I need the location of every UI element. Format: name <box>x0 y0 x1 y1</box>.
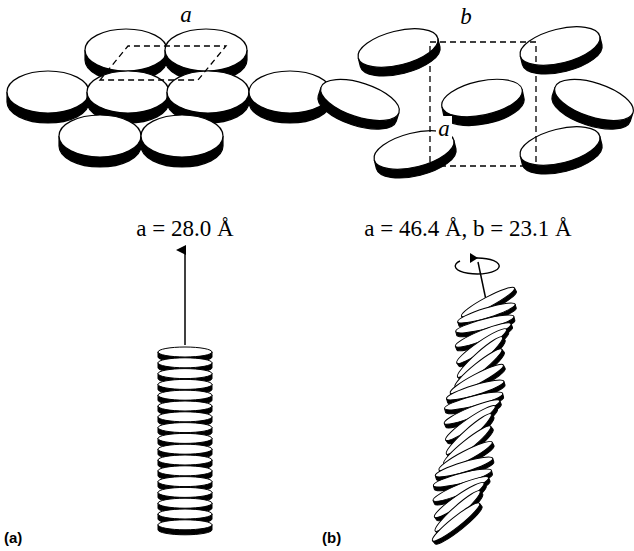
disc-face <box>158 401 212 411</box>
disc-face <box>7 71 89 113</box>
disc-face <box>249 71 331 113</box>
disc <box>354 22 444 84</box>
figure-label: (b) <box>322 530 341 547</box>
figure-label: a <box>436 116 452 141</box>
disc-face <box>158 487 212 497</box>
disc-face <box>429 499 482 544</box>
disc-face <box>158 347 212 357</box>
disc <box>547 71 634 137</box>
disc-face <box>158 477 212 487</box>
disc <box>7 71 89 123</box>
unit-cell-rhombus <box>100 46 226 80</box>
figure-label: a = 46.4 Å, b = 23.1 Å <box>364 216 571 241</box>
disc-face <box>167 71 249 113</box>
disc-face <box>354 22 442 75</box>
disc-face <box>158 390 212 400</box>
disc-face <box>158 369 212 379</box>
hexagonal-disc-lattice <box>7 29 331 167</box>
disc-face <box>158 379 212 389</box>
disc <box>516 20 606 82</box>
disc-face <box>85 29 167 71</box>
disc-face <box>158 423 212 433</box>
disc-face <box>158 520 212 530</box>
disc-face <box>316 71 404 129</box>
disc <box>516 120 606 182</box>
figure-label: a = 28.0 Å <box>136 216 233 241</box>
disc <box>313 71 404 137</box>
disc-face <box>158 498 212 508</box>
rectangular-disc-lattice <box>313 20 634 186</box>
disc-face <box>550 71 634 129</box>
disc-face <box>158 466 212 476</box>
disc-face <box>59 115 141 157</box>
straight-disc-column <box>158 347 212 535</box>
disc <box>158 520 212 535</box>
disc-face <box>158 509 212 519</box>
disc-face <box>516 120 604 173</box>
rotation-arrowhead <box>470 253 478 263</box>
disc-face <box>165 29 247 71</box>
figure-label: a <box>180 2 192 27</box>
disc-face <box>158 412 212 422</box>
figure-label: b <box>460 4 472 29</box>
disc-face <box>158 455 212 465</box>
rotation-arrow <box>455 258 499 274</box>
disc <box>59 115 141 167</box>
disc-face <box>516 20 604 73</box>
disc-face <box>158 444 212 454</box>
figure-label: (a) <box>4 530 22 547</box>
helical-disc-column <box>429 284 518 548</box>
column-axis-arrow <box>184 250 186 345</box>
disc-face <box>87 71 169 113</box>
disc-face <box>158 358 212 368</box>
unit-cell-rectangle <box>430 42 536 166</box>
disc-face <box>141 115 223 157</box>
helix-axis <box>478 262 486 300</box>
disc <box>141 115 223 167</box>
disc <box>429 499 485 547</box>
disc-face <box>158 433 212 443</box>
